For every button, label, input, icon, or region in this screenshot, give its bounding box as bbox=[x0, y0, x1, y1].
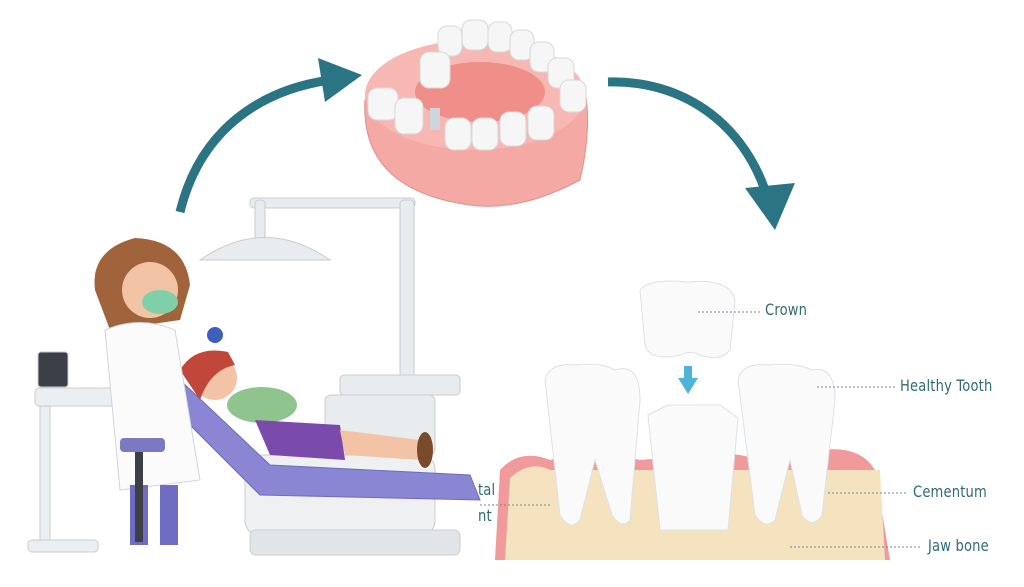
denture-model bbox=[364, 19, 589, 207]
label-jaw-bone: Jaw bone bbox=[928, 536, 989, 555]
instrument-cart bbox=[27, 351, 126, 553]
label-healthy-tooth: Healthy Tooth bbox=[900, 376, 993, 395]
label-crown: Crown bbox=[765, 300, 808, 319]
right-curved-arrow bbox=[607, 77, 795, 230]
tooth-anatomy-diagram bbox=[480, 280, 922, 560]
label-cementum: Cementum bbox=[913, 482, 987, 501]
dental-lamp-arm bbox=[198, 197, 461, 456]
dentist bbox=[94, 238, 223, 545]
label-partial-top: tal bbox=[478, 480, 496, 499]
patient-child bbox=[180, 350, 433, 468]
left-curved-arrow bbox=[175, 58, 362, 214]
dental-chair bbox=[159, 379, 481, 556]
label-partial-bottom: nt bbox=[478, 506, 492, 525]
